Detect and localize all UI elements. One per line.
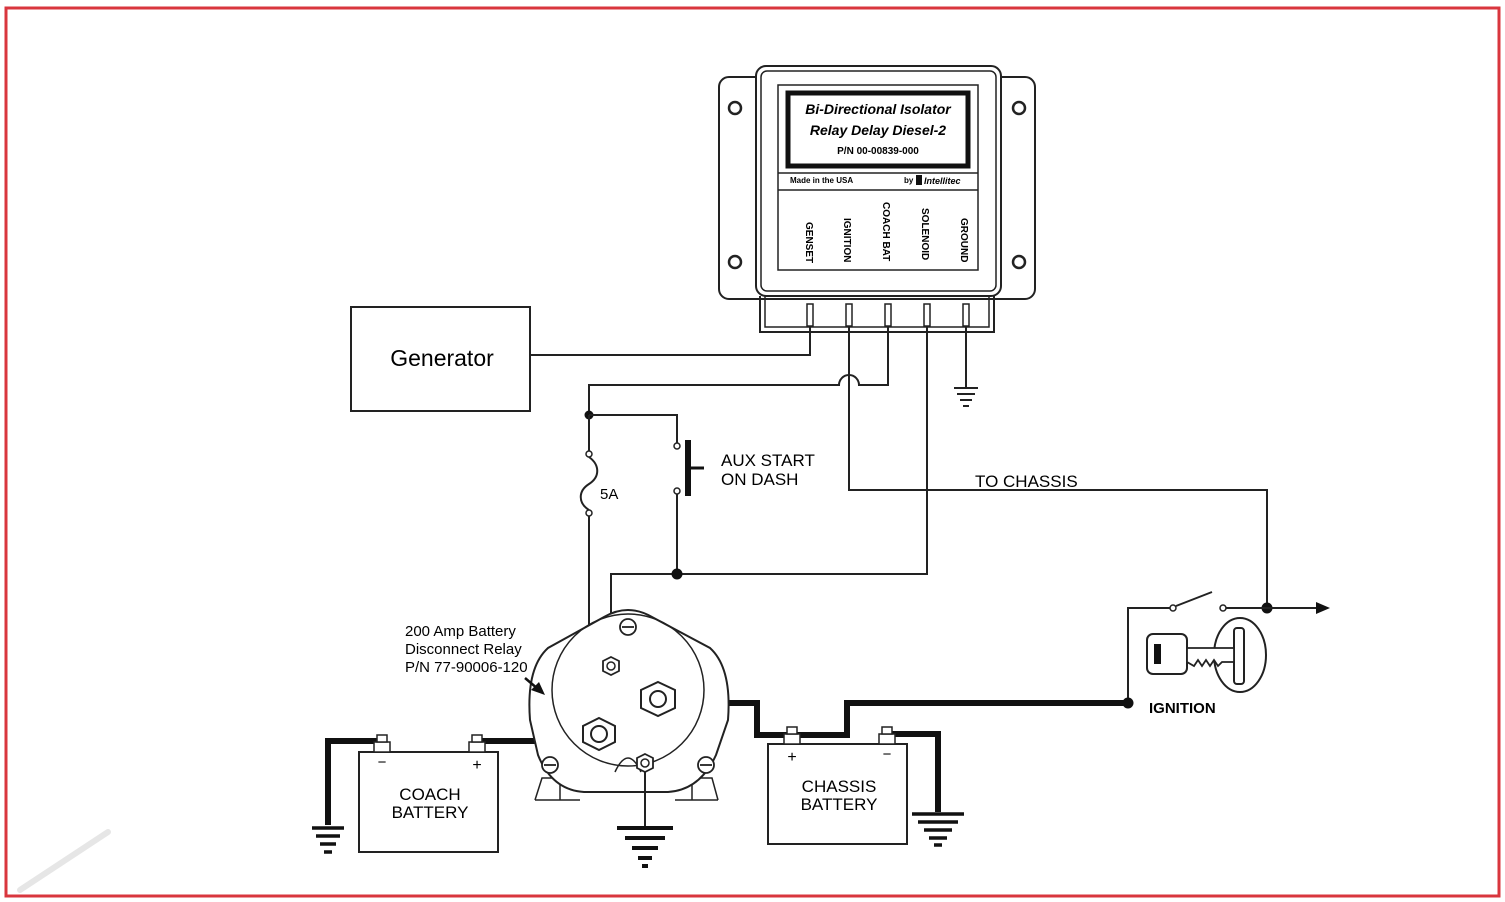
relay-label-line3: P/N 77-90006-120 [405,659,528,676]
by-text: by [904,176,914,185]
terminal-label-solenoid: SOLENOID [919,208,930,260]
ground-symbol-icon [954,387,978,407]
aux-start-switch: AUX START ON DASH [673,440,815,496]
solenoid-wire [610,326,928,663]
ignition-key-icon [1146,617,1267,693]
coach-bat-wire [588,326,889,415]
chassis-battery-line1: CHASSIS [802,777,877,796]
relay-to-chassis-cable [658,700,1128,738]
made-in-text: Made in the USA [790,176,853,185]
chassis-neg-cable [887,731,941,812]
terminal-label-ground: GROUND [958,218,969,262]
junction-dot [671,568,683,580]
ground-symbol-icon [617,826,673,868]
coach-neg-sign: − [378,754,387,771]
mounting-hole [1011,254,1027,270]
fuse-5a: 5A [579,450,618,517]
to-chassis-label: TO CHASSIS [975,472,1078,491]
disconnect-relay [528,609,730,801]
isolator-part-number: P/N 00-00839-000 [837,146,919,157]
coach-battery-line2: BATTERY [392,803,469,822]
ground-symbol-icon [312,826,344,854]
generator-box: Generator [350,306,531,412]
terminal-label-genset: GENSET [803,222,814,263]
isolator-title-line2: Relay Delay Diesel-2 [810,122,946,138]
mounting-hole [1011,100,1027,116]
relay-label-line1: 200 Amp Battery [405,623,516,640]
chassis-battery: + − CHASSIS BATTERY [767,726,908,845]
relay-label-line2: Disconnect Relay [405,641,522,658]
diagram-border [4,6,1501,898]
terminal-label-ignition: IGNITION [841,218,852,262]
genset-wire [530,326,811,356]
arrow-right-icon [1316,602,1330,614]
terminal-label-coach-bat: COACH BAT [880,202,891,261]
terminal-pins [806,303,970,327]
ignition-switch [1127,591,1267,703]
aux-start-line2: ON DASH [721,470,798,489]
intellitec-logo-icon: Intellitec [916,175,961,186]
generator-label: Generator [390,345,494,371]
fuse-label: 5A [600,486,618,503]
ignition-label: IGNITION [1149,700,1216,717]
ground-symbol-icon [912,812,964,847]
chassis-battery-line2: BATTERY [801,795,878,814]
chassis-pos-sign: + [787,749,796,766]
pointer-arrow-icon [524,677,545,695]
coach-battery-line1: COACH [399,785,460,804]
mounting-hole [727,254,743,270]
mounting-hole [727,100,743,116]
ignition-wire [848,326,1268,608]
brand-text: Intellitec [924,176,961,186]
chassis-neg-sign: − [883,746,892,763]
isolator-title-line1: Bi-Directional Isolator [805,101,952,117]
coach-neg-cable [325,738,382,825]
coach-battery: − + COACH BATTERY [358,734,499,853]
pen-mark [17,829,111,893]
isolator-module: Bi-Directional Isolator Relay Delay Dies… [718,65,1036,333]
coach-pos-sign: + [472,757,481,774]
aux-start-line1: AUX START [721,451,815,470]
